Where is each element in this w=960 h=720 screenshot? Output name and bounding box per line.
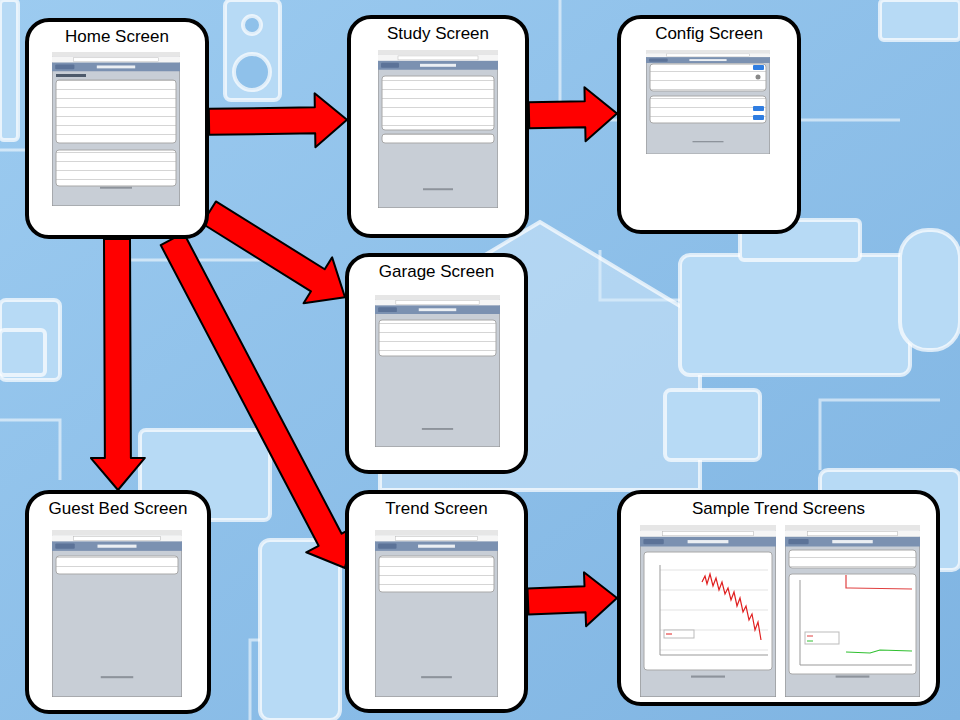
screen-heading: Config Screen [621, 19, 797, 45]
illustration-shape [880, 0, 960, 40]
illustration-shape [665, 390, 760, 460]
illustration-shape [660, 655, 768, 656]
illustration-shape [753, 65, 764, 70]
illustration-shape [846, 575, 912, 589]
flow-arrow [527, 572, 617, 626]
illustration-shape [666, 634, 672, 635]
illustration-shape [664, 630, 694, 638]
flow-arrow [91, 239, 145, 490]
illustration-shape [660, 610, 768, 611]
illustration-shape [785, 525, 920, 697]
screen-box: Home Screen [25, 18, 209, 239]
screen-box: Garage Screen [345, 253, 528, 474]
screen-heading: Trend Screen [349, 494, 524, 520]
screen-heading: Study Screen [351, 19, 525, 45]
illustration-shape [0, 330, 45, 375]
illustration-shape [52, 530, 182, 697]
illustration-shape [379, 556, 494, 592]
illustration-shape [807, 641, 813, 642]
illustration-shape [382, 134, 494, 143]
illustration-shape [52, 52, 180, 206]
illustration-shape [660, 630, 768, 631]
screen-box: Guest Bed Screen [25, 490, 211, 714]
illustration-shape [753, 115, 764, 120]
illustration-shape [660, 565, 661, 655]
flow-arrow [209, 93, 347, 147]
illustration-shape [0, 0, 18, 140]
illustration-shape [650, 64, 766, 91]
illustration-shape [789, 550, 916, 568]
illustration-shape [650, 96, 766, 123]
illustration-shape [800, 665, 912, 666]
screen-heading: Garage Screen [349, 257, 524, 283]
illustration-shape [660, 570, 768, 571]
illustration-shape [660, 570, 768, 650]
illustration-shape [0, 300, 60, 380]
illustration-shape [225, 0, 280, 100]
illustration-shape [56, 556, 178, 574]
illustration-shape [753, 106, 764, 111]
illustration-shape [846, 650, 912, 653]
illustration-shape [243, 16, 261, 34]
illustration-shape [56, 74, 86, 77]
illustration-shape [640, 525, 776, 697]
illustration-shape [379, 320, 496, 356]
illustration-shape [807, 636, 813, 637]
illustration-shape [680, 255, 910, 375]
illustration-shape [234, 54, 270, 90]
illustration-shape [660, 590, 768, 591]
screen-box: Trend Screen [345, 490, 528, 713]
illustration-shape [0, 0, 940, 720]
illustration-shape [646, 50, 770, 154]
screen-heading: Home Screen [29, 22, 205, 48]
illustration-shape [0, 420, 60, 480]
illustration-shape [375, 295, 500, 447]
screen-heading: Sample Trend Screens [621, 494, 936, 520]
illustration-shape [378, 50, 498, 208]
illustration-shape [644, 552, 772, 670]
screen-box: Sample Trend Screens [617, 490, 940, 706]
illustration-shape [660, 650, 768, 651]
screen-heading: Guest Bed Screen [29, 494, 207, 520]
illustration-shape [820, 400, 940, 470]
illustration-shape [800, 580, 801, 665]
illustration-shape [789, 574, 916, 674]
illustration-shape [375, 530, 498, 697]
flow-arrow [202, 201, 345, 303]
illustration-shape [382, 76, 494, 130]
screen-box: Config Screen [617, 15, 801, 234]
screen-box: Study Screen [347, 15, 529, 238]
illustration-shape [805, 632, 839, 644]
illustration-shape [702, 574, 761, 640]
illustration-shape [260, 540, 340, 720]
flow-arrow [529, 87, 617, 141]
illustration-shape [756, 75, 761, 80]
illustration-shape [56, 80, 176, 143]
illustration-shape [56, 150, 176, 186]
illustration-shape [900, 230, 960, 350]
